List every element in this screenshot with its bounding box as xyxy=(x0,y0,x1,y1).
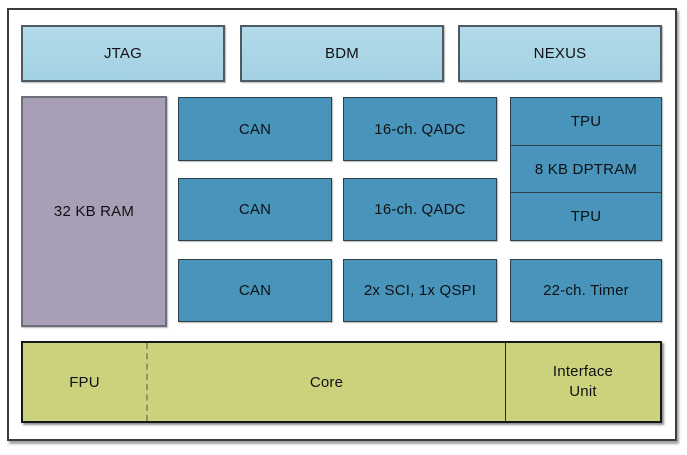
block-dptram: 8 KB DPTRAM xyxy=(511,144,661,193)
block-sci-qspi: 2x SCI, 1x QSPI xyxy=(343,259,497,322)
diagram-frame xyxy=(7,8,677,441)
block-timer: 22-ch. Timer xyxy=(510,259,662,322)
block-tpu-stack: TPU 8 KB DPTRAM TPU xyxy=(510,97,662,241)
block-can-1: CAN xyxy=(178,97,332,161)
block-qadc-2: 16-ch. QADC xyxy=(343,178,497,241)
block-core-unit: FPU Core Interface Unit xyxy=(21,341,662,423)
block-core: Core xyxy=(146,343,505,421)
block-can-2: CAN xyxy=(178,178,332,241)
block-can-3: CAN xyxy=(178,259,332,322)
block-tpu-bottom: TPU xyxy=(511,192,661,240)
block-fpu: FPU xyxy=(69,373,100,391)
block-qadc-1: 16-ch. QADC xyxy=(343,97,497,161)
block-bdm: BDM xyxy=(240,25,444,82)
block-nexus: NEXUS xyxy=(458,25,662,82)
block-interface-unit: Interface Unit xyxy=(505,343,660,421)
block-tpu-top: TPU xyxy=(570,112,602,130)
block-jtag: JTAG xyxy=(21,25,225,82)
block-ram: 32 KB RAM xyxy=(21,96,167,327)
